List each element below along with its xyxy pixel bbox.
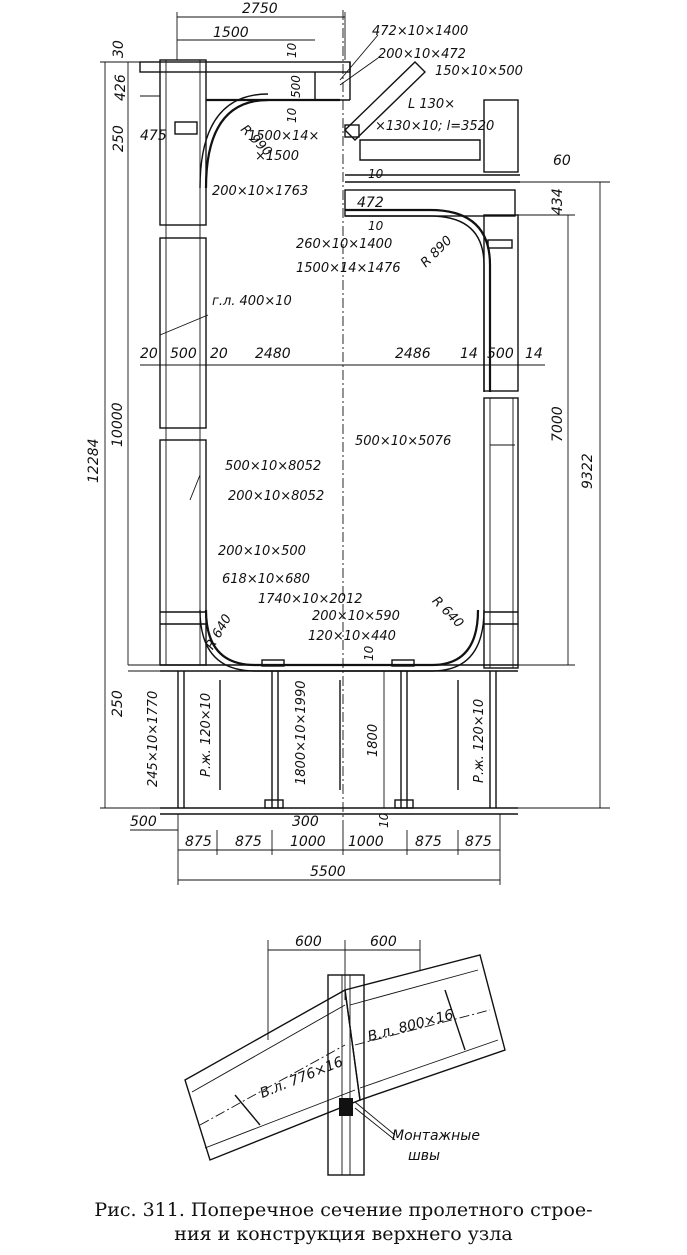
dim-1000-2: 1000 [348,834,384,850]
dimension-values: 2750 1500 30 426 250 475 12284 10000 250… [86,1,596,880]
cross-section: 2750 1500 30 426 250 475 12284 10000 250… [86,1,610,885]
dim-434: 434 [550,188,566,215]
label-rj-left: Р.ж. 120×10 [199,693,214,777]
dim-7000: 7000 [550,406,566,442]
dim-10-d: 10 [368,219,384,233]
figure-caption: Рис. 311. Поперечное сечение пролетного … [0,1198,687,1246]
dim-875-2: 875 [235,834,262,850]
label-200x10x590: 200×10×590 [312,609,400,624]
dim-500-small: 500 [289,75,303,98]
top-node-detail: 600 600 В.л. 776×16 В.л. 800×16 Монтажны… [184,934,506,1176]
dim-10-bottom: 10 [377,812,391,828]
label-500x10x8052: 500×10×8052 [225,459,321,474]
label-1500x14x1476: 1500×14×1476 [296,261,401,276]
dim-472: 472 [357,195,384,211]
dim-2486: 2486 [395,346,431,362]
label-618x10x680: 618×10×680 [222,572,310,587]
label-200x10x1763: 200×10×1763 [212,184,308,199]
dim-500-bottom: 500 [130,814,157,830]
dim-9322: 9322 [580,453,596,489]
dim-2750: 2750 [242,1,278,17]
dim-10-a: 10 [285,42,299,58]
label-r890: R 890 [418,233,455,270]
dim-875-3: 875 [415,834,442,850]
label-l130-length: ×130×10; l=3520 [375,119,494,134]
member-labels: 472×10×1400 200×10×472 150×10×500 L 130×… [146,24,523,787]
dim-2480: 2480 [255,346,291,362]
dim-14-right: 14 [525,346,543,362]
dim-250-top: 250 [111,125,127,152]
dim-20-inner: 20 [210,346,228,362]
node-dim-600-right: 600 [370,934,397,950]
dim-426: 426 [113,74,129,101]
top-member [139,61,351,189]
label-500x10x5076: 500×10×5076 [355,434,451,449]
caption-line-2: ния и конструкция верхнего узла [174,1223,513,1245]
label-1800x10x1990: 1800×10×1990 [294,681,309,786]
dim-500-right: 500 [487,346,514,362]
label-200x10x500: 200×10×500 [218,544,306,559]
dim-10-e: 10 [362,645,376,661]
dim-10-b: 10 [285,107,299,123]
right-chord [483,99,519,669]
lower-frame [160,609,518,672]
node-dim-600-left: 600 [295,934,322,950]
label-1800: 1800 [366,724,381,757]
label-r640-right: R 640 [429,594,466,631]
dim-30: 30 [111,40,127,58]
label-200x10x472: 200×10×472 [378,47,466,62]
dim-500-left: 500 [170,346,197,362]
technical-drawing: 2750 1500 30 426 250 475 12284 10000 250… [86,1,610,1176]
dim-60: 60 [553,153,571,169]
dim-12284: 12284 [86,438,102,483]
dim-10-c: 10 [368,167,384,181]
dim-1000-1: 1000 [290,834,326,850]
label-472x10x1400: 472×10×1400 [372,24,468,39]
diagonal-brace [344,61,481,161]
dim-20-left: 20 [140,346,158,362]
dim-250-bottom: 250 [110,690,126,717]
dimension-lines [100,12,610,885]
label-260x10x1400: 260×10×1400 [296,237,392,252]
dim-14-inner: 14 [460,346,478,362]
node-welds-label-2: швы [408,1148,440,1164]
node-label-right: В.л. 800×16 [366,1007,455,1045]
dim-5500: 5500 [310,864,346,880]
label-1740x10x2012: 1740×10×2012 [258,592,363,607]
label-245x10x1770: 245×10×1770 [146,691,161,787]
caption-line-1: Рис. 311. Поперечное сечение пролетного … [94,1199,593,1221]
label-l130: L 130× [408,97,455,112]
left-chord [159,59,207,666]
node-welds-label: Монтажные [392,1128,480,1144]
floor-beam [160,671,518,815]
dim-875-4: 875 [465,834,492,850]
label-x1500: ×1500 [255,149,299,164]
dim-475: 475 [140,128,167,144]
label-200x10x8052: 200×10×8052 [228,489,324,504]
label-150x10x500: 150×10×500 [435,64,523,79]
dim-10000: 10000 [110,402,126,447]
dim-1500: 1500 [213,25,249,41]
dim-300: 300 [292,814,319,830]
dim-875-1: 875 [185,834,212,850]
label-120x10x440: 120×10×440 [308,629,396,644]
label-1500x14: 1500×14× [248,129,319,144]
label-gl400x10: г.л. 400×10 [212,294,292,309]
node-label-left: В.л. 776×16 [258,1054,346,1102]
label-rj-right: Р.ж. 120×10 [472,699,487,783]
